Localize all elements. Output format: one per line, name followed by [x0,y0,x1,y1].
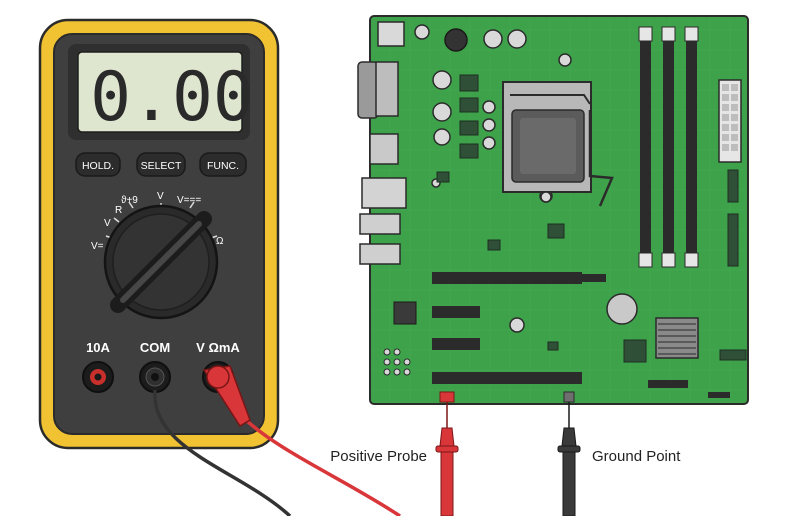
lcd-reading: 0.00 [90,58,254,137]
dial-label-vac: V=== [177,195,201,206]
cmos-battery [606,293,638,325]
ground-test-point[interactable] [563,391,575,403]
dial-label-ohm: Ω [216,236,224,247]
pin-headers [383,348,411,376]
black-lead-wire [153,389,292,516]
probe-wires [153,365,401,516]
lcd-screen [77,51,243,133]
positive-probe[interactable] [435,402,459,516]
ram-slots [638,26,699,268]
func-button[interactable]: FUNC. [199,152,247,177]
capacitors [414,24,572,333]
io-ports [357,21,407,265]
pcie-slots [432,272,606,384]
motherboard [357,15,749,405]
jack-10a[interactable] [82,361,114,393]
ground-point-label: Ground Point [592,448,681,465]
dial-label-freq: ϑ+9 [121,195,138,206]
header [708,392,730,398]
chip [393,301,417,325]
positive-test-point[interactable] [439,391,455,403]
dial-label-vdc: V= [91,241,104,252]
positive-probe-label: Positive Probe [330,448,427,465]
jack-label-10a: 10A [86,340,110,355]
select-button[interactable]: SELECT [136,152,186,177]
func-button-label: FUNC. [207,160,239,172]
hold-button[interactable]: HOLD. [75,152,121,177]
rotary-dial[interactable] [103,204,219,320]
hold-button-label: HOLD. [82,160,114,172]
dial-label-v: V [104,218,111,229]
cpu-socket [502,81,614,207]
ground-probe[interactable] [557,402,581,516]
jack-label-vohm: V ΩmA [196,340,240,355]
select-button-label: SELECT [141,160,182,172]
jack-com[interactable] [139,361,171,393]
atx-power-connector [718,79,742,163]
dial-label-r: R [115,205,122,216]
multimeter: 0.00 HOLD. SELECT FUNC. V= V R ϑ+9 V V==… [38,18,280,450]
red-plug [202,365,251,428]
dial-label-v2: V [157,191,164,202]
chipset-heatsink [655,317,699,359]
inductor [444,28,468,52]
jack-label-com: COM [140,340,170,355]
small-chips [436,74,747,363]
front-panel-header [648,380,688,388]
